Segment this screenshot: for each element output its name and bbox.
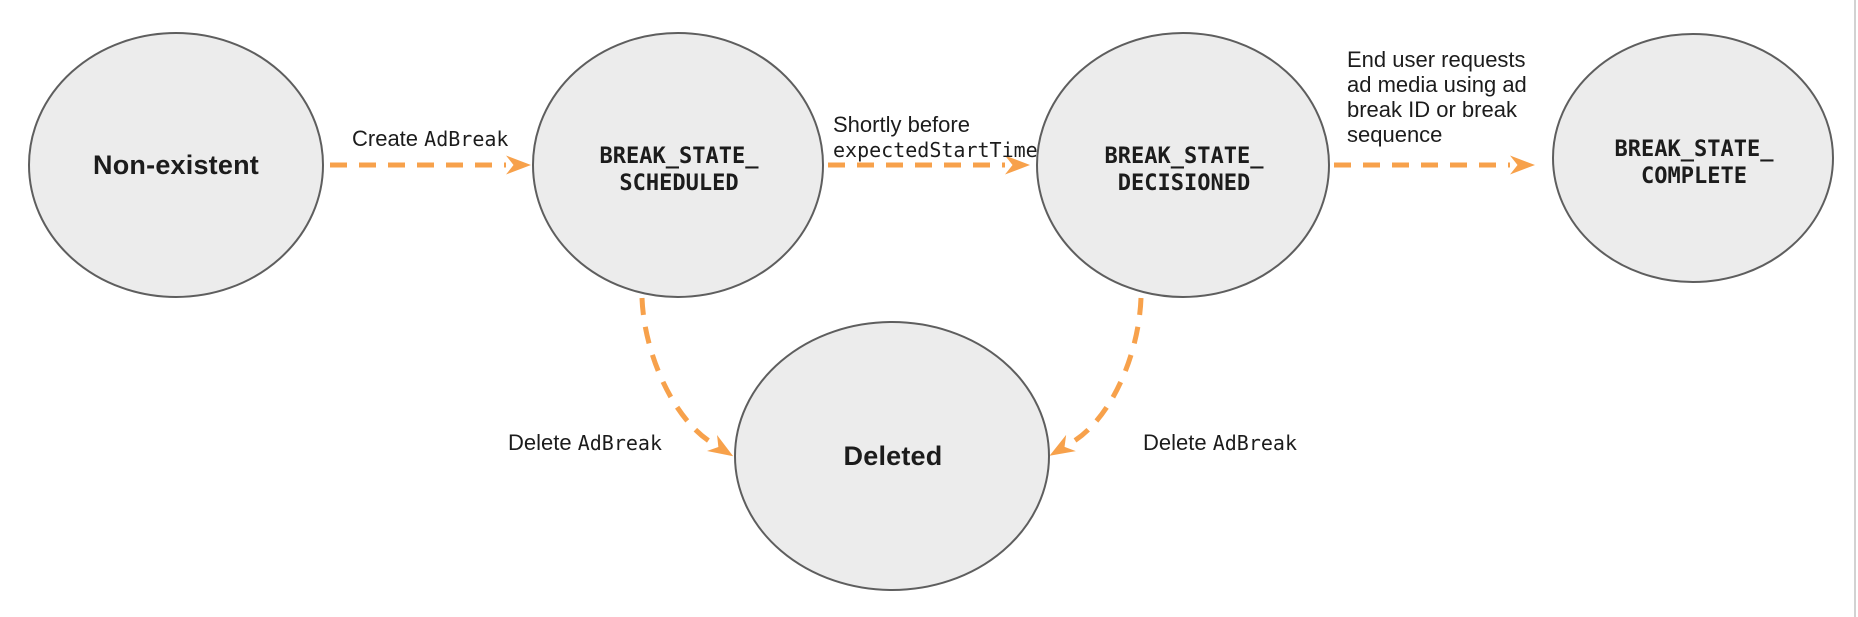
node-label-non-existent: Non-existent bbox=[93, 150, 259, 180]
node-label-deleted: Deleted bbox=[843, 441, 943, 471]
content-column-border bbox=[1854, 0, 1856, 617]
edge-label-end-user-request: End user requests ad media using ad brea… bbox=[1347, 47, 1527, 147]
node-break-state-decisioned-circle bbox=[1036, 32, 1330, 298]
edge-delete-from-scheduled-arrow bbox=[639, 297, 734, 457]
edge-delete-from-decisioned-arrow bbox=[1049, 297, 1144, 456]
edge-label-delete-adbreak-left: Delete AdBreak bbox=[508, 405, 662, 456]
node-deleted-circle bbox=[734, 321, 1050, 591]
edge-label-shortly-before-text: Shortly before bbox=[833, 112, 970, 137]
edge-label-delete-left-text: Delete bbox=[508, 430, 578, 455]
node-label-break-state-complete: BREAK_STATE_ COMPLETE bbox=[1614, 137, 1774, 189]
edge-label-delete-right-text: Delete bbox=[1143, 430, 1213, 455]
edge-label-create-adbreak-code: AdBreak bbox=[424, 127, 509, 151]
edge-label-create-adbreak: Create AdBreak bbox=[352, 101, 508, 152]
node-non-existent-circle bbox=[28, 32, 324, 298]
edge-label-shortly-before-code: expectedStartTime bbox=[833, 138, 1038, 162]
node-break-state-scheduled-circle bbox=[532, 32, 824, 298]
edge-label-delete-adbreak-right: Delete AdBreak bbox=[1143, 405, 1297, 456]
node-break-state-complete-circle bbox=[1552, 33, 1834, 283]
node-label-break-state-decisioned: BREAK_STATE_ DECISIONED bbox=[1104, 144, 1264, 196]
edge-label-delete-right-code: AdBreak bbox=[1212, 431, 1298, 455]
edge-label-shortly-before: Shortly before expectedStartTime bbox=[833, 87, 1038, 163]
edge-label-delete-left-code: AdBreak bbox=[577, 431, 663, 455]
edge-label-create-adbreak-text: Create bbox=[352, 126, 425, 151]
node-label-break-state-scheduled: BREAK_STATE_ SCHEDULED bbox=[599, 144, 759, 196]
